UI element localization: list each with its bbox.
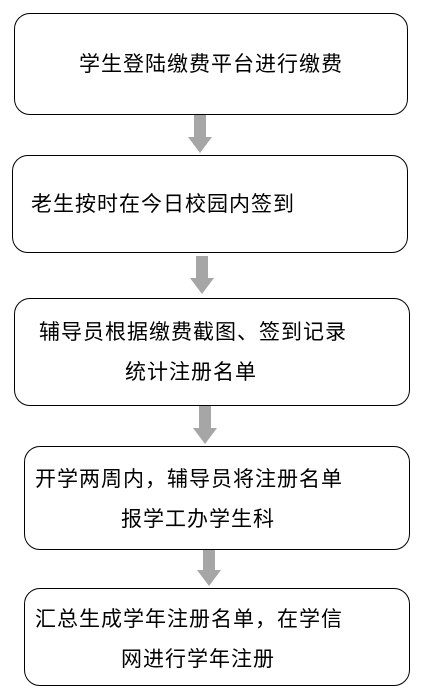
step-5-box: 汇总生成学年注册名单，在学信 网进行学年注册 <box>24 588 410 686</box>
step-4-box: 开学两周内，辅导员将注册名单 报学工办学生科 <box>24 446 410 550</box>
step-2-text: 老生按时在今日校园内签到 <box>31 192 295 216</box>
down-arrow-icon <box>197 550 221 586</box>
step-3-line-1: 辅导员根据缴费截图、签到记录 <box>39 320 347 344</box>
step-1-text: 学生登陆缴费平台进行缴费 <box>79 52 343 76</box>
down-arrow-icon <box>188 115 212 153</box>
step-4-line-1: 开学两周内，辅导员将注册名单 <box>35 467 343 491</box>
step-5-line-2: 网进行学年注册 <box>121 647 275 671</box>
step-4-line-2: 报学工办学生科 <box>121 507 275 531</box>
step-5-line-1: 汇总生成学年注册名单，在学信 <box>35 607 343 631</box>
step-1-box: 学生登陆缴费平台进行缴费 <box>14 13 408 115</box>
down-arrow-icon <box>193 406 217 444</box>
down-arrow-icon <box>190 256 214 294</box>
step-3-line-2: 统计注册名单 <box>125 360 257 384</box>
step-3-box: 辅导员根据缴费截图、签到记录 统计注册名单 <box>14 298 410 406</box>
step-2-box: 老生按时在今日校园内签到 <box>12 155 408 253</box>
